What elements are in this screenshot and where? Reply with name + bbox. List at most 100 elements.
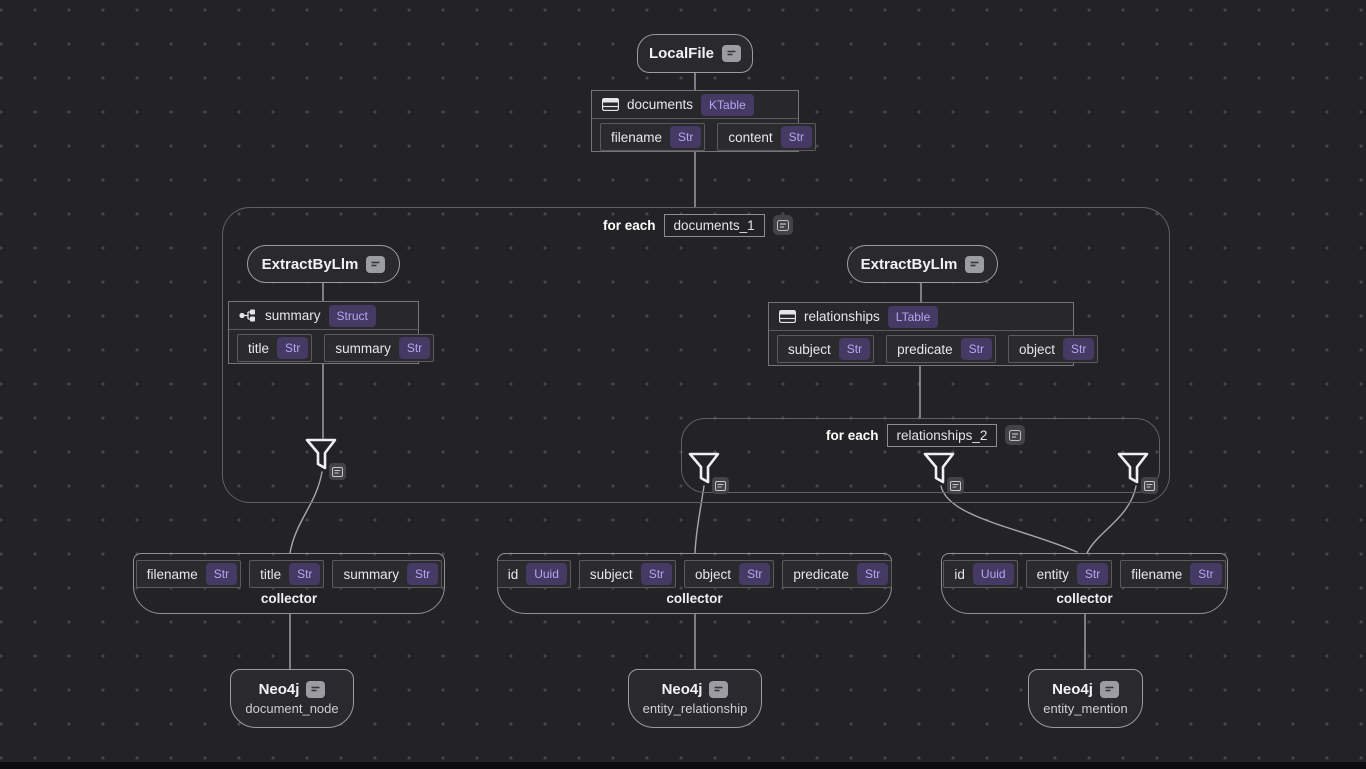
window-bottom-edge <box>0 762 1366 769</box>
field-chip[interactable]: subject Str <box>578 560 677 588</box>
extractbyllm-summary-node[interactable]: ExtractByLlm <box>247 245 400 283</box>
field-chip[interactable]: entity Str <box>1025 560 1113 588</box>
field-chip[interactable]: summary Str <box>332 560 443 588</box>
note-icon[interactable] <box>329 463 346 480</box>
field-type-badge: Uuid <box>526 563 567 585</box>
field-name: object <box>695 566 732 582</box>
field-chip[interactable]: object Str <box>1008 335 1099 363</box>
filter-node[interactable] <box>1114 450 1158 494</box>
extractbyllm-title: ExtractByLlm <box>860 255 958 273</box>
collector-fields: id Uuid entity Str filename Str <box>942 554 1227 590</box>
field-name: filename <box>146 566 198 582</box>
neo4j-title: Neo4j <box>258 681 300 698</box>
note-icon[interactable] <box>712 477 729 494</box>
field-name: summary <box>335 340 391 356</box>
collector-fields: filename Str title Str summary Str <box>134 554 444 590</box>
field-type-badge: Str <box>739 563 771 585</box>
extractbyllm-relationships-node[interactable]: ExtractByLlm <box>847 245 998 283</box>
foreach-documents-label: for each documents_1 <box>603 213 793 237</box>
extractbyllm-title: ExtractByLlm <box>261 255 359 273</box>
neo4j-title: Neo4j <box>1052 681 1093 698</box>
field-type-badge: Str <box>1063 338 1095 360</box>
collector-label: collector <box>260 591 318 606</box>
relationships-table-header: relationships LTable <box>769 303 1073 331</box>
note-icon[interactable] <box>722 45 742 62</box>
field-name: content <box>728 129 773 145</box>
field-chip[interactable]: id Uuid <box>496 560 571 588</box>
summary-fields: title Str summary Str <box>229 330 435 366</box>
field-type-badge: Uuid <box>972 563 1014 585</box>
collector-mention[interactable]: id Uuid entity Str filename Str collecto… <box>941 553 1228 614</box>
note-icon[interactable] <box>1141 477 1158 494</box>
field-chip[interactable]: subject Str <box>777 335 875 363</box>
documents-table[interactable]: documents KTable filename Str content St… <box>591 90 817 155</box>
relationships-fields: subject Str predicate Str object Str <box>769 331 1099 367</box>
documents-fields: filename Str content Str <box>592 119 817 155</box>
field-chip[interactable]: filename Str <box>135 560 242 588</box>
documents-table-header: documents KTable <box>592 91 798 119</box>
filter-node[interactable] <box>685 450 729 494</box>
collector-label: collector <box>1056 591 1113 606</box>
localfile-title: LocalFile <box>648 45 715 62</box>
field-name: summary <box>343 566 399 582</box>
field-chip[interactable]: id Uuid <box>943 560 1018 588</box>
summary-table[interactable]: summary Struct title Str summary Str <box>228 301 435 366</box>
funnel-icon <box>688 452 720 484</box>
documents-type-badge: KTable <box>701 93 754 116</box>
foreach-relationships-label: for each relationships_2 <box>826 423 1026 447</box>
field-chip[interactable]: content Str <box>717 123 817 151</box>
ltable-icon <box>779 310 796 323</box>
summary-type-badge: Struct <box>328 304 376 327</box>
field-name: filename <box>1131 566 1183 582</box>
field-name: id <box>954 566 965 582</box>
field-chip[interactable]: title Str <box>237 334 313 362</box>
relationships-table[interactable]: relationships LTable subject Str predica… <box>768 302 1099 367</box>
foreach-relationships-group <box>681 418 1160 493</box>
collector-relationship[interactable]: id Uuid subject Str object Str predicate… <box>496 553 893 614</box>
foreach-documents-group <box>222 207 1170 503</box>
field-type-badge: Str <box>960 338 993 360</box>
field-chip[interactable]: title Str <box>249 560 325 588</box>
field-type-badge: Str <box>1076 563 1109 585</box>
field-chip[interactable]: predicate Str <box>782 560 893 588</box>
field-name: title <box>260 566 282 582</box>
note-icon[interactable] <box>1099 681 1119 698</box>
note-icon[interactable] <box>709 681 729 698</box>
filter-node[interactable] <box>302 436 346 480</box>
localfile-node[interactable]: LocalFile <box>637 34 753 73</box>
foreach-relationships-arg[interactable]: relationships_2 <box>886 423 998 447</box>
note-icon[interactable] <box>965 255 985 273</box>
funnel-icon <box>923 452 955 484</box>
field-chip[interactable]: filename Str <box>1120 560 1226 588</box>
documents-name: documents <box>627 97 694 112</box>
field-name: id <box>507 566 519 582</box>
field-name: object <box>1019 341 1056 357</box>
neo4j-entity-mention-node[interactable]: Neo4j entity_mention <box>1028 669 1143 728</box>
field-chip[interactable]: summary Str <box>324 334 435 362</box>
foreach-documents-arg[interactable]: documents_1 <box>663 213 765 237</box>
note-icon[interactable] <box>306 681 326 698</box>
funnel-icon <box>1117 452 1149 484</box>
note-icon[interactable] <box>1005 425 1026 445</box>
field-type-badge: Str <box>1190 563 1222 585</box>
neo4j-document-node[interactable]: Neo4j document_node <box>230 669 354 728</box>
note-icon[interactable] <box>366 255 386 273</box>
funnel-icon <box>305 438 337 470</box>
field-type-badge: Str <box>406 563 439 585</box>
note-icon[interactable] <box>947 477 964 494</box>
relationships-type-badge: LTable <box>887 305 939 328</box>
field-type-badge: Str <box>780 126 813 148</box>
neo4j-target-name: entity_relationship <box>642 701 748 716</box>
field-chip[interactable]: object Str <box>684 560 775 588</box>
note-icon[interactable] <box>772 215 793 235</box>
foreach-keyword: for each <box>603 217 656 233</box>
field-chip[interactable]: filename Str <box>600 123 706 151</box>
collector-document[interactable]: filename Str title Str summary Str colle… <box>133 553 445 614</box>
neo4j-entity-relationship-node[interactable]: Neo4j entity_relationship <box>628 669 762 728</box>
field-type-badge: Str <box>838 338 871 360</box>
field-type-badge: Str <box>640 563 673 585</box>
filter-node[interactable] <box>920 450 964 494</box>
field-name: entity <box>1036 566 1069 582</box>
field-chip[interactable]: predicate Str <box>886 335 997 363</box>
